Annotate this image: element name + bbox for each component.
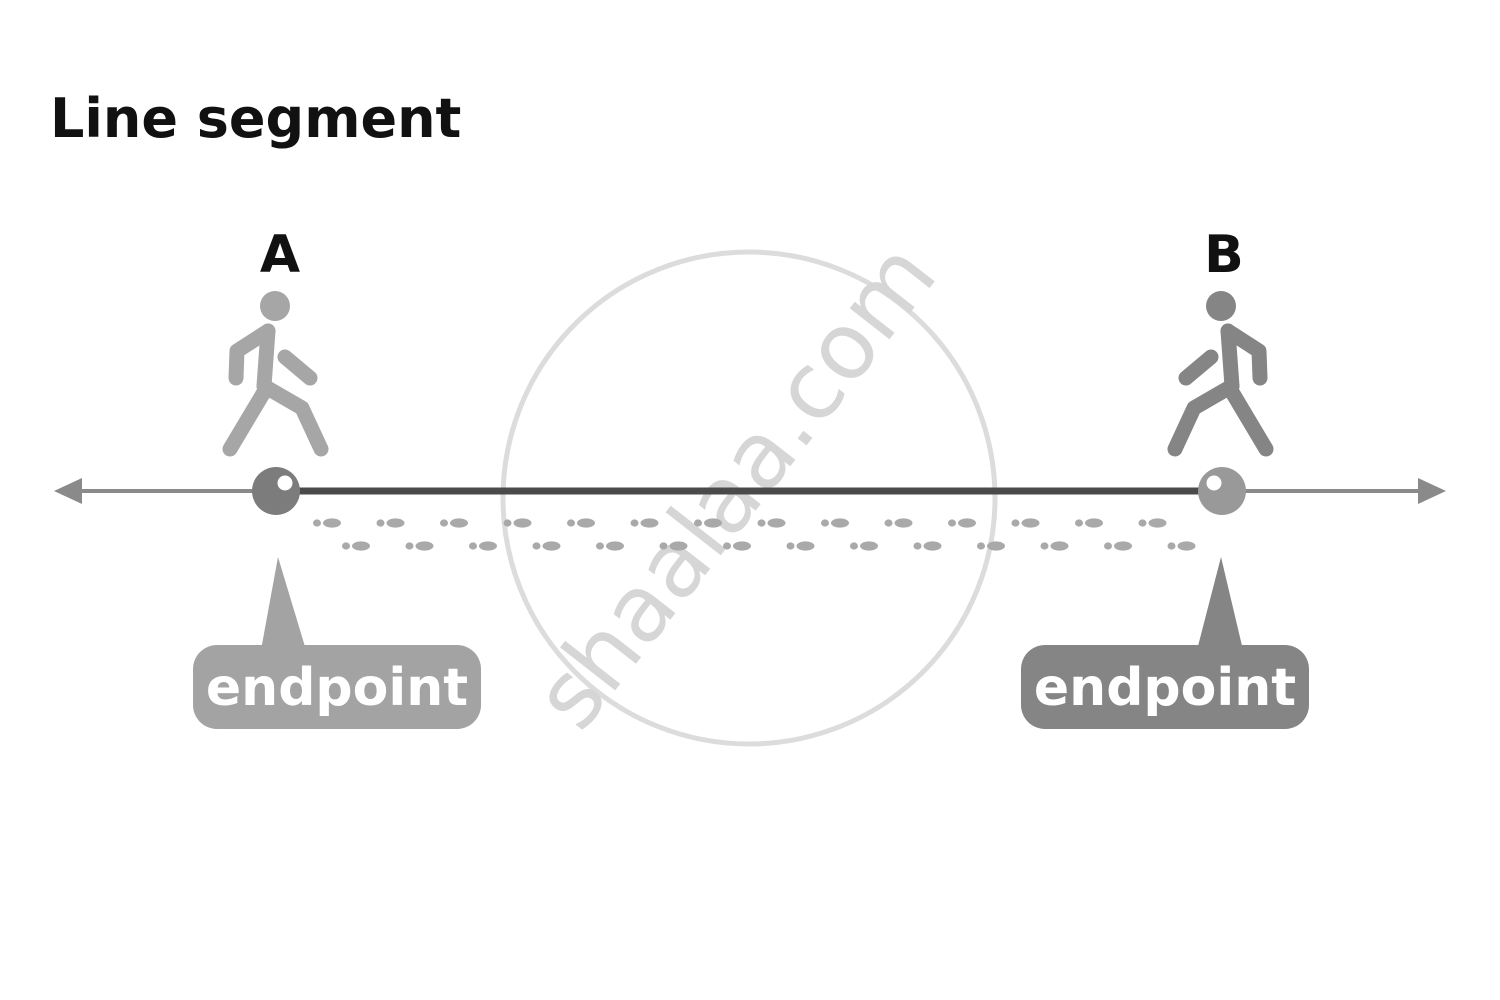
footprint xyxy=(1011,518,1040,528)
footprint xyxy=(723,541,751,551)
walker-b-front-arm xyxy=(1178,349,1219,386)
footprint xyxy=(567,518,595,528)
footprint xyxy=(596,541,624,551)
walker-b-front-leg xyxy=(1167,378,1240,457)
walker-a-front-leg xyxy=(256,378,329,457)
endpoint-a-highlight xyxy=(277,475,293,491)
walker-b-head xyxy=(1206,291,1236,321)
walker-a-front-arm xyxy=(277,349,318,386)
callout-b-box xyxy=(1021,645,1309,729)
footprint xyxy=(313,518,341,528)
footprint xyxy=(821,518,849,528)
walker-a-back-leg xyxy=(222,384,272,457)
callout-a-text: endpoint xyxy=(206,658,468,718)
footprint xyxy=(786,541,815,551)
footprint xyxy=(659,541,688,551)
callout-a-box xyxy=(193,645,481,729)
watermark-circle xyxy=(500,249,998,747)
footprint xyxy=(376,518,405,528)
right-arrowhead xyxy=(1418,478,1446,504)
watermark-seal: shaalaa.com xyxy=(500,223,998,748)
footprint xyxy=(1138,518,1167,528)
footprint xyxy=(850,541,878,551)
endpoint-a xyxy=(252,467,300,515)
footprint xyxy=(532,541,561,551)
diagram-title: Line segment xyxy=(50,87,461,150)
point-a-label: A xyxy=(260,225,300,285)
footprint xyxy=(405,541,434,551)
footprint xyxy=(977,541,1005,551)
footprints-icon xyxy=(313,518,1196,551)
footprint xyxy=(694,518,722,528)
callout-b-pointer xyxy=(1197,557,1243,650)
endpoint-b-highlight xyxy=(1206,475,1222,491)
footprint xyxy=(1040,541,1069,551)
footprint xyxy=(948,518,976,528)
footprint xyxy=(342,541,370,551)
walking-person-icon xyxy=(222,291,329,457)
footprint xyxy=(913,541,942,551)
callout-b-text: endpoint xyxy=(1034,658,1296,718)
footprint xyxy=(630,518,659,528)
walker-b-back-leg xyxy=(1224,384,1274,457)
footprint xyxy=(440,518,468,528)
walking-person-icon xyxy=(1167,291,1274,457)
watermark-text: shaalaa.com xyxy=(514,223,957,748)
callout-endpoint-b: endpoint xyxy=(1021,557,1309,729)
callout-a-pointer xyxy=(261,557,306,650)
footprint xyxy=(1075,518,1103,528)
point-b-label: B xyxy=(1204,225,1244,285)
walker-a-head xyxy=(260,291,290,321)
footprint xyxy=(884,518,913,528)
callout-endpoint-a: endpoint xyxy=(193,557,481,729)
left-arrowhead xyxy=(54,478,82,504)
footprint xyxy=(1104,541,1132,551)
footprint xyxy=(757,518,786,528)
walker-a-back-arm xyxy=(228,323,276,386)
footprint xyxy=(503,518,532,528)
endpoint-a-dot xyxy=(252,467,300,515)
footprint xyxy=(1167,541,1196,551)
walker-b-back-arm xyxy=(1220,323,1268,386)
endpoint-b xyxy=(1198,467,1246,515)
footprint xyxy=(469,541,497,551)
endpoint-b-dot xyxy=(1198,467,1246,515)
